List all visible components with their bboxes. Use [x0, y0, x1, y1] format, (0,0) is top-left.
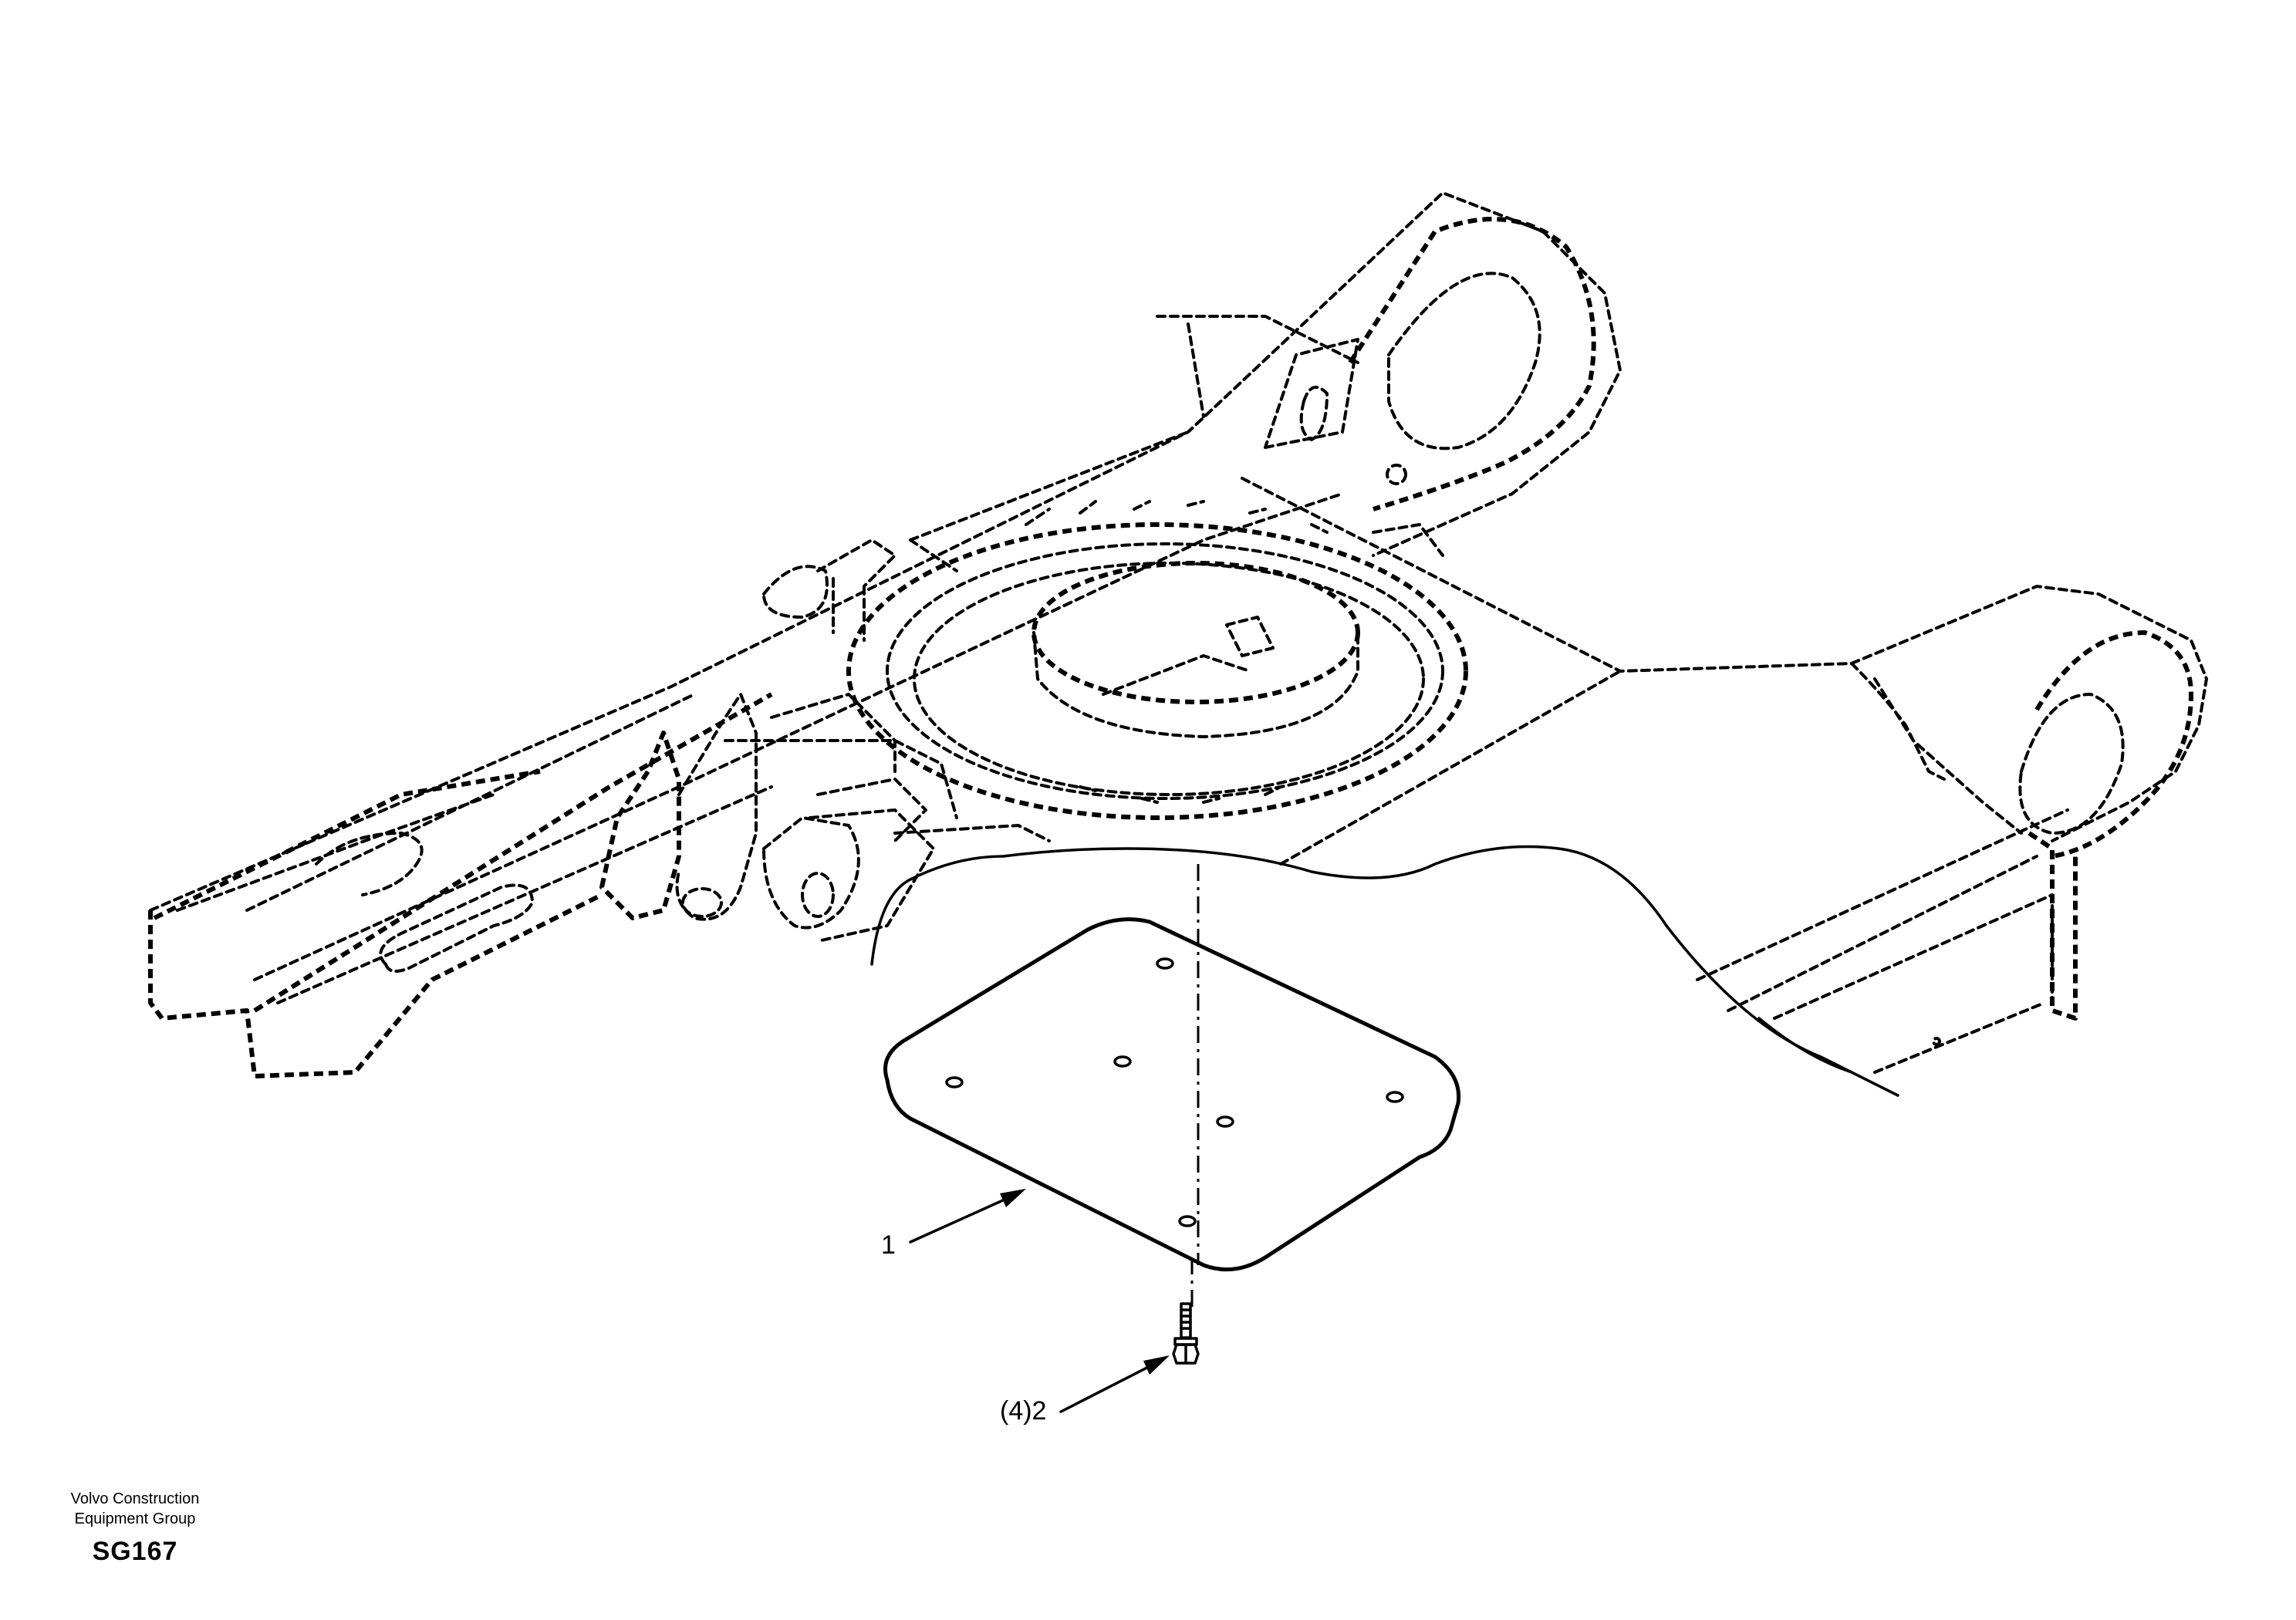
right-track-frame-top — [1850, 585, 2208, 842]
front-lug-4 — [809, 808, 935, 943]
plate-hole-3 — [945, 1076, 964, 1088]
swing-bearing-outer — [846, 522, 1468, 820]
bolt-thread — [1180, 1308, 1192, 1330]
plate-hole-2 — [1113, 1055, 1132, 1068]
rear-idler-bolt — [1386, 464, 1407, 485]
plate-hole-6 — [1178, 1215, 1197, 1227]
assembly-center-line — [1190, 864, 1200, 1311]
bottom-plate — [883, 917, 1461, 1272]
callout-1-arrowhead — [1000, 1189, 1026, 1207]
left-frame-cutout — [315, 832, 424, 896]
left-track-frame-edge-heavy — [153, 692, 773, 1013]
left-track-frame-inner — [253, 492, 1344, 981]
callout-2: (4)2 — [1000, 1355, 1170, 1426]
right-frame-bracket — [1850, 662, 2023, 835]
front-lug-1 — [599, 731, 681, 920]
break-line-lower — [1757, 1017, 1853, 1074]
callout-1-label: 1 — [881, 1230, 896, 1260]
right-frame-post — [2028, 831, 2078, 1021]
bolt-head — [1172, 1343, 1200, 1365]
left-frame-slot — [379, 883, 534, 973]
plate-hole-5 — [1216, 1115, 1234, 1128]
break-line — [870, 845, 1899, 1097]
center-cylinder-side — [1032, 631, 1359, 738]
swing-bearing-inner — [913, 562, 1425, 796]
front-lug-2 — [675, 693, 758, 921]
callout-1: 1 — [881, 1189, 1026, 1260]
right-idler-inner — [2018, 693, 2125, 835]
plate-hole-1 — [1156, 957, 1174, 970]
bottom-plate-outline — [883, 917, 1461, 1272]
bolt — [1172, 1302, 1200, 1365]
cross-member-top — [909, 477, 1853, 673]
center-lower-link — [724, 739, 1051, 842]
callout-2-leader — [1059, 1358, 1165, 1413]
bearing-bolt-marks — [1025, 500, 1329, 804]
rear-idler-outer — [1348, 217, 1596, 511]
left-track-frame-top — [149, 191, 1622, 912]
drawing-code: SG167 — [92, 1537, 178, 1566]
upper-left-arm — [909, 315, 1359, 542]
front-lug-3 — [762, 816, 860, 930]
company-name-line2: Equipment Group — [74, 1510, 196, 1527]
right-idler-outer — [2034, 630, 2193, 859]
rear-idler-bracket — [1264, 338, 1359, 449]
bolt-washer — [1173, 1337, 1198, 1346]
lug-bracket-top — [770, 693, 927, 842]
left-track-frame-front-edge — [148, 893, 603, 1078]
center-cylinder-detail — [1102, 616, 1275, 696]
center-cylinder-top — [1032, 561, 1360, 704]
lug-pin-2 — [801, 872, 835, 918]
cross-member-bottom — [1279, 670, 1622, 866]
plate-hole-4 — [1386, 1091, 1404, 1103]
rear-frame-corner — [1372, 523, 1444, 557]
lug-pin-1 — [681, 887, 723, 918]
right-frame-bottom — [1873, 1001, 2046, 1074]
undercarriage-frame — [148, 191, 2208, 1078]
swing-bearing-middle — [886, 542, 1444, 800]
callout-1-leader — [909, 1191, 1021, 1244]
center-mount — [762, 538, 896, 642]
callout-2-arrowhead — [1143, 1355, 1170, 1375]
callout-2-label: (4)2 — [1000, 1396, 1046, 1426]
right-frame-pin — [1932, 1037, 1941, 1046]
rear-idler-inner — [1387, 272, 1541, 451]
right-frame-lower — [1696, 808, 2069, 1020]
footer-block: Volvo Construction Equipment Group SG167 — [23, 1489, 247, 1567]
company-name-line1: Volvo Construction — [70, 1490, 200, 1507]
